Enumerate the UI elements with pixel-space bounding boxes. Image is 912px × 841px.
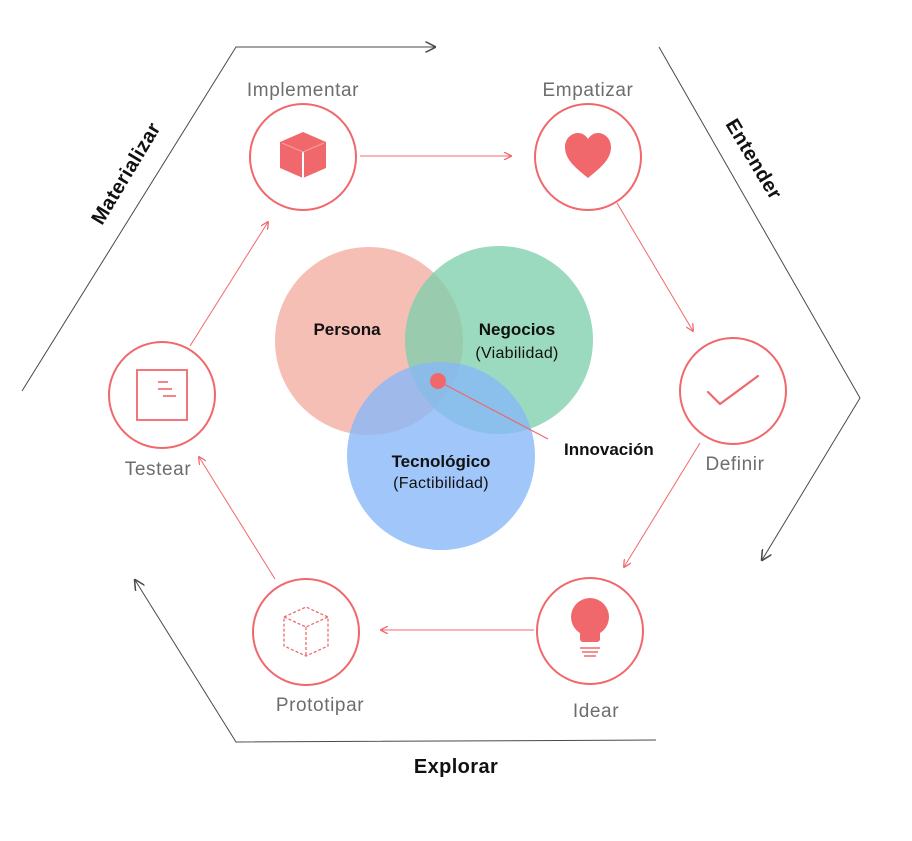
checkmark-icon — [706, 374, 760, 406]
entender-arrow — [658, 46, 861, 560]
stage-implementar[interactable]: Implementar — [247, 80, 359, 211]
stage-label-implementar: Implementar — [247, 80, 359, 101]
stage-idear[interactable]: Idear — [536, 577, 644, 722]
venn-label-tecnologico: Tecnológico — [392, 452, 491, 471]
innovation-label: Innovación — [564, 440, 654, 459]
stage-circle — [679, 337, 787, 445]
stage-label-prototipar: Prototipar — [276, 695, 364, 716]
stage-label-idear: Idear — [573, 701, 619, 722]
document-icon — [136, 369, 188, 421]
heart-icon — [565, 133, 611, 178]
phase-arrows — [21, 46, 861, 743]
phase-label-explorar: Explorar — [414, 756, 498, 778]
arrow-empatizar-to-definir — [616, 202, 693, 331]
arrow-prototipar-to-testear — [199, 457, 276, 580]
stage-connectors — [189, 156, 701, 630]
cube-icon — [280, 132, 326, 178]
stage-definir[interactable]: Definir — [679, 337, 787, 475]
stage-testear[interactable]: Testear — [108, 341, 216, 480]
phase-label-entender: Entender — [721, 115, 786, 203]
explorar-arrow — [135, 580, 657, 743]
materializar-arrow — [21, 47, 435, 392]
stage-circle — [108, 341, 216, 449]
stage-label-empatizar: Empatizar — [543, 80, 634, 101]
innovation-dot — [430, 373, 446, 389]
stage-empatizar[interactable]: Empatizar — [534, 80, 642, 211]
wireframe-cube-icon — [283, 606, 329, 657]
venn-diagram: Persona Negocios (Viabilidad) Tecnológic… — [275, 246, 654, 550]
venn-sublabel-tecnologico: (Factibilidad) — [393, 475, 489, 492]
innovation-pointer — [437, 380, 549, 440]
venn-label-persona: Persona — [313, 320, 381, 339]
stage-label-definir: Definir — [705, 454, 764, 475]
venn-circle-tecnologico — [347, 362, 535, 550]
phase-label-materializar: Materializar — [87, 119, 165, 229]
stage-label-testear: Testear — [125, 459, 192, 480]
stage-prototipar[interactable]: Prototipar — [252, 578, 364, 716]
venn-sublabel-negocios: (Viabilidad) — [475, 345, 558, 362]
lightbulb-icon — [571, 598, 609, 657]
arrow-testear-to-implementar — [189, 222, 268, 347]
arrow-definir-to-idear — [624, 442, 701, 567]
venn-label-negocios: Negocios — [479, 320, 556, 339]
